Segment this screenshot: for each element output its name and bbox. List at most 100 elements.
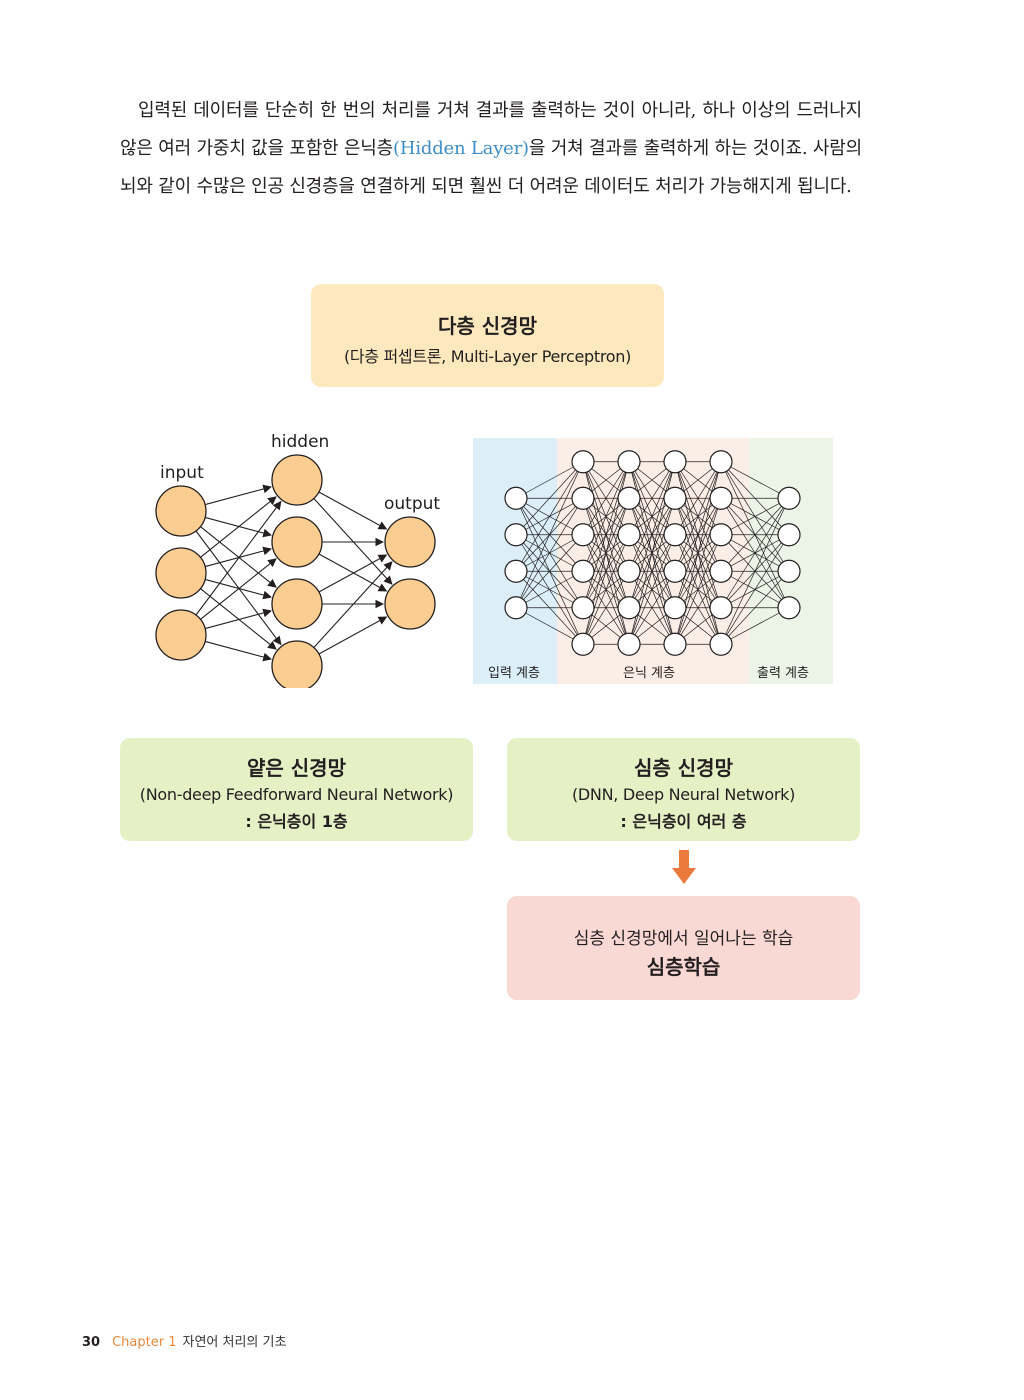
simple-edge-0-0-2	[200, 526, 277, 588]
deep-edge-1-2-0	[582, 461, 630, 535]
page-number: 30	[82, 1335, 101, 1350]
deep-node-2-2	[617, 523, 641, 547]
deep-node-3-3	[663, 559, 687, 583]
deep-node-4-5	[709, 632, 733, 656]
mlp-box: 다층 신경망 (다층 퍼셉트론, Multi-Layer Perceptron)	[311, 284, 664, 387]
chapter-label: Chapter 1	[112, 1335, 177, 1350]
deep-node-5-3	[777, 596, 801, 620]
deep-edge-1-3-0	[582, 461, 630, 572]
shallow-title: 얕은 신경망	[247, 756, 346, 780]
hidden-layer-term: (Hidden Layer)	[393, 138, 529, 159]
deep-edge-3-5-1	[674, 498, 722, 645]
deep-node-5-1	[777, 523, 801, 547]
deep-node-0-0	[504, 486, 528, 510]
deep-node-1-1	[571, 486, 595, 510]
deep-edge-1-5-1	[582, 498, 630, 645]
shallow-network-box: 얕은 신경망 (Non-deep Feedforward Neural Netw…	[120, 738, 473, 841]
deep-node-0-2	[504, 559, 528, 583]
chapter-title: 자연어 처리의 기초	[182, 1335, 287, 1350]
paragraph-text-1: 입력된 데이터를 단순히 한 번의 처리를 거쳐 결과를 출력하는 것이 아니라…	[120, 100, 862, 159]
mlp-title: 다층 신경망	[438, 314, 537, 338]
shallow-note: : 은닉층이 1층	[245, 812, 348, 831]
deep-edge-2-2-0	[628, 461, 676, 535]
deep-node-2-3	[617, 559, 641, 583]
deep-node-1-5	[571, 632, 595, 656]
simple-edge-0-1-3	[200, 588, 277, 650]
deep-node-3-4	[663, 596, 687, 620]
deep-node-0-1	[504, 523, 528, 547]
deep-network-diagram: 입력 계층 은닉 계층 출력 계층	[473, 438, 833, 684]
simple-edge-1-0-0	[318, 491, 388, 530]
deep-edge-3-5-3	[674, 571, 722, 645]
deep-edge-3-4-0	[674, 461, 722, 608]
deep-node-2-0	[617, 450, 641, 474]
deep-node-1-0	[571, 450, 595, 474]
simple-node-0-2	[155, 609, 207, 661]
deep-edge-2-5-3	[628, 571, 676, 645]
deep-learning-term: 심층학습	[646, 955, 721, 979]
deep-node-2-1	[617, 486, 641, 510]
deep-edge-4-4-0	[720, 498, 790, 608]
deep-edge-4-5-2	[720, 571, 790, 645]
deep-edge-1-4-0	[582, 461, 630, 608]
simple-edge-0-1-1	[205, 546, 272, 568]
deep-node-0-3	[504, 596, 528, 620]
deep-edge-4-0-0	[720, 461, 790, 499]
hidden-layer-label: 은닉 계층	[623, 666, 675, 681]
simple-edge-0-2-3	[205, 640, 272, 662]
deep-node-4-4	[709, 596, 733, 620]
paragraph-text-2: 을 거쳐 결과를 출력하게 하는 것이죠. 사람의 뇌와 같이 수많은 인공 신…	[120, 138, 862, 197]
simple-network-diagram: input hidden output	[155, 432, 440, 688]
deep-node-1-3	[571, 559, 595, 583]
deep-edge-1-5-3	[582, 571, 630, 645]
deep-title: 심층 신경망	[634, 756, 733, 780]
simple-node-1-1	[271, 516, 323, 568]
deep-node-5-0	[777, 486, 801, 510]
deep-edge-4-5-3	[720, 607, 790, 645]
input-layer-label: 입력 계층	[488, 666, 540, 681]
simple-node-2-0	[384, 516, 436, 568]
deep-edge-1-5-2	[582, 534, 630, 645]
input-label: input	[160, 463, 204, 483]
deep-edge-0-3-5	[515, 607, 584, 645]
output-layer-label: 출력 계층	[757, 666, 809, 681]
deep-node-1-4	[571, 596, 595, 620]
deep-node-4-3	[709, 559, 733, 583]
deep-edge-3-3-0	[674, 461, 722, 572]
deep-edge-2-5-1	[628, 498, 676, 645]
deep-edge-3-2-0	[674, 461, 722, 535]
simple-edge-1-0-1	[313, 498, 393, 585]
simple-edge-0-2-0	[195, 500, 282, 616]
deep-node-3-1	[663, 486, 687, 510]
simple-edge-1-3-1	[318, 616, 388, 655]
simple-node-1-2	[271, 578, 323, 630]
deep-edge-2-5-2	[628, 534, 676, 645]
deep-edge-2-4-0	[628, 461, 676, 608]
deep-edge-0-2-0	[515, 461, 584, 572]
deep-node-2-4	[617, 596, 641, 620]
deep-edge-4-5-0	[720, 498, 790, 645]
deep-edge-0-3-2	[515, 534, 584, 608]
deep-edge-0-3-3	[515, 570, 584, 609]
body-paragraph: 입력된 데이터를 단순히 한 번의 처리를 거쳐 결과를 출력하는 것이 아니라…	[120, 92, 862, 206]
deep-node-4-1	[709, 486, 733, 510]
deep-edge-4-5-1	[720, 534, 790, 645]
deep-edge-0-0-0	[515, 461, 584, 499]
deep-learning-description: 심층 신경망에서 일어나는 학습	[573, 929, 794, 949]
hidden-label: hidden	[271, 432, 329, 452]
simple-node-2-1	[384, 578, 436, 630]
shallow-subtitle: (Non-deep Feedforward Neural Network)	[139, 785, 454, 804]
simple-node-1-3	[271, 640, 323, 688]
deep-learning-box: 심층 신경망에서 일어나는 학습 심층학습	[507, 896, 860, 1000]
page-footer: 30 Chapter 1 자연어 처리의 기초	[82, 1331, 286, 1350]
deep-edge-0-3-0	[515, 461, 584, 608]
deep-node-1-2	[571, 523, 595, 547]
deep-subtitle: (DNN, Deep Neural Network)	[571, 785, 796, 804]
simple-edge-0-1-0	[200, 496, 277, 558]
deep-edge-2-3-0	[628, 461, 676, 572]
deep-edge-4-3-0	[720, 498, 790, 572]
simple-edge-0-0-0	[205, 484, 272, 506]
deep-edge-4-2-0	[720, 497, 790, 536]
deep-edge-3-5-2	[674, 534, 722, 645]
deep-node-4-0	[709, 450, 733, 474]
